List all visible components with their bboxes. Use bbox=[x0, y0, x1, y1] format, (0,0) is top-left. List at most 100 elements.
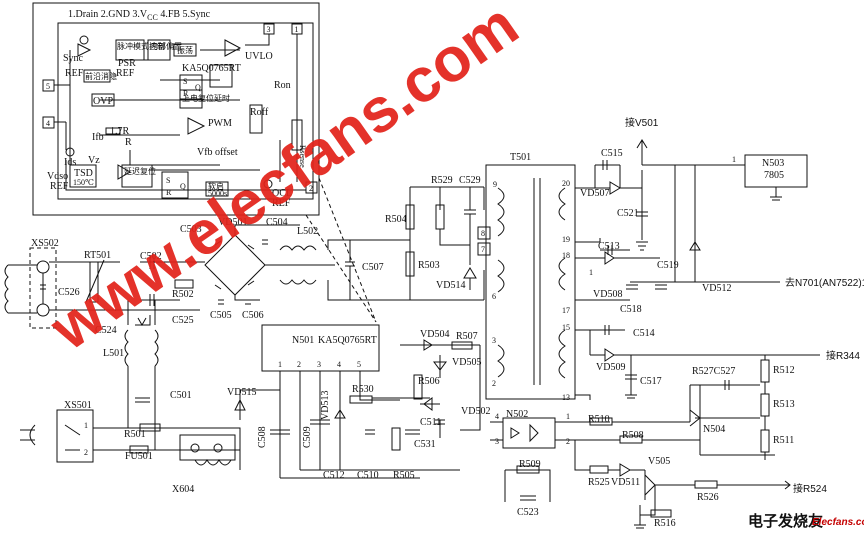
ic-pin-5: 5 bbox=[46, 82, 50, 91]
n502-label: N502 bbox=[506, 409, 528, 420]
c507-label: C507 bbox=[362, 262, 384, 273]
vd513-diode bbox=[334, 409, 346, 419]
svg-text:Vdso: Vdso bbox=[47, 171, 68, 182]
r508-label: R508 bbox=[622, 430, 644, 441]
svg-text:Vfb offset: Vfb offset bbox=[197, 147, 238, 158]
r512-resistor bbox=[760, 359, 770, 383]
svg-text:3: 3 bbox=[492, 336, 496, 345]
svg-text:S: S bbox=[183, 77, 187, 86]
c501-label: C501 bbox=[170, 390, 192, 401]
svg-text:R: R bbox=[125, 137, 132, 148]
t501-core bbox=[533, 178, 541, 385]
ic-roff-box bbox=[249, 104, 263, 134]
svg-text:振荡: 振荡 bbox=[177, 45, 193, 55]
c523-label: C523 bbox=[517, 507, 539, 518]
c529-label: C529 bbox=[459, 175, 481, 186]
r529-label: R529 bbox=[431, 175, 453, 186]
r530-label: R530 bbox=[352, 384, 374, 395]
vd515-diode bbox=[234, 389, 280, 420]
c517-label: C517 bbox=[640, 376, 662, 387]
vd504-diode bbox=[400, 339, 480, 351]
r526-resistor bbox=[694, 480, 718, 489]
vd507-label: VD507 bbox=[580, 188, 609, 199]
r516-label: R516 bbox=[654, 518, 676, 529]
l501-label: L501 bbox=[103, 348, 124, 359]
c505-label: C505 bbox=[210, 310, 232, 321]
ac-plug bbox=[20, 424, 36, 446]
r507-resistor bbox=[451, 341, 473, 350]
svg-text:1: 1 bbox=[732, 155, 736, 164]
c519-label: C519 bbox=[657, 260, 679, 271]
svg-text:17: 17 bbox=[562, 306, 570, 315]
c526-label: C526 bbox=[58, 287, 80, 298]
r502-label: R502 bbox=[172, 289, 194, 300]
c515-cap bbox=[594, 160, 621, 188]
r526-label: R526 bbox=[697, 492, 719, 503]
fu501-label: FU501 bbox=[125, 451, 153, 462]
c526-symbol bbox=[40, 284, 46, 290]
fu501-fuse bbox=[129, 445, 149, 454]
svg-text:OVP: OVP bbox=[93, 96, 113, 107]
ic-tsd-box bbox=[69, 164, 97, 188]
vd507-path bbox=[575, 139, 648, 240]
n501-chip-label: KA5Q0765RT bbox=[318, 335, 377, 346]
r506-resistor bbox=[413, 374, 423, 400]
r524-label: 接R524 bbox=[793, 482, 827, 495]
c509-label: C509 bbox=[302, 426, 313, 448]
n503-label: N503 bbox=[762, 158, 784, 169]
svg-text:2: 2 bbox=[84, 448, 88, 457]
input-coil bbox=[4, 264, 9, 314]
svg-text:1: 1 bbox=[589, 268, 593, 277]
vd504-label: VD504 bbox=[420, 329, 449, 340]
svg-text:4: 4 bbox=[337, 360, 341, 369]
vd512-label: VD512 bbox=[702, 283, 731, 294]
svg-text:7: 7 bbox=[481, 245, 485, 254]
ic-sync-label: Sync bbox=[63, 53, 84, 64]
vd513-label: VD513 bbox=[320, 391, 331, 420]
svg-text:Q: Q bbox=[180, 182, 186, 191]
xs501-switch bbox=[56, 409, 94, 463]
r525-label: R525 bbox=[588, 477, 610, 488]
svg-text:2: 2 bbox=[297, 360, 301, 369]
v505-label: V505 bbox=[648, 456, 670, 467]
r506-label: R506 bbox=[418, 376, 440, 387]
svg-text:Rsense: Rsense bbox=[298, 145, 307, 168]
xs501-label: XS501 bbox=[64, 400, 92, 411]
r505-resistor bbox=[391, 427, 401, 451]
c531-label: C531 bbox=[414, 439, 436, 450]
ic-inner-frame bbox=[57, 22, 314, 200]
c507-cap bbox=[345, 240, 355, 300]
svg-text:1: 1 bbox=[566, 412, 570, 421]
r511-resistor bbox=[760, 429, 770, 453]
svg-text:REF: REF bbox=[272, 198, 291, 209]
c510-cap bbox=[365, 397, 430, 435]
logo-text: 电子发烧友 bbox=[748, 512, 823, 530]
ic-rsense bbox=[291, 119, 303, 151]
svg-text:R: R bbox=[183, 89, 189, 98]
l502-label: L502 bbox=[297, 226, 318, 237]
ic-pin-3: 3 bbox=[267, 25, 271, 34]
r513-resistor bbox=[760, 393, 770, 417]
svg-text:13: 13 bbox=[562, 393, 570, 402]
svg-text:Ifb: Ifb bbox=[92, 132, 104, 143]
ic-pwm-label: PWM bbox=[208, 118, 232, 129]
ic-chip-label: KA5Q0765RT bbox=[182, 63, 241, 74]
ic-reset-box bbox=[121, 164, 153, 188]
v501-label: 接V501 bbox=[625, 116, 659, 129]
svg-text:1: 1 bbox=[84, 421, 88, 430]
c510-label: C510 bbox=[357, 470, 379, 481]
vd509-label: VD509 bbox=[596, 362, 625, 373]
svg-text:上电复位延时: 上电复位延时 bbox=[182, 93, 230, 103]
c525-symbol bbox=[140, 294, 180, 306]
svg-text:Vz: Vz bbox=[88, 155, 100, 166]
ic-leb-box bbox=[83, 69, 111, 83]
n501-label: N501 bbox=[292, 335, 314, 346]
v505-transistor bbox=[640, 470, 695, 516]
logo-subtext: Elecfans.com bbox=[812, 517, 864, 528]
vd505-diode bbox=[433, 355, 447, 378]
pin-legend: 1.Drain 2.GND 3.VCC 4.FB 5.Sync bbox=[68, 9, 211, 22]
r501-label: R501 bbox=[124, 429, 146, 440]
r509-label: R509 bbox=[519, 459, 541, 470]
ic-pin-2: 2 bbox=[309, 184, 313, 193]
ic-comparators bbox=[77, 39, 242, 180]
